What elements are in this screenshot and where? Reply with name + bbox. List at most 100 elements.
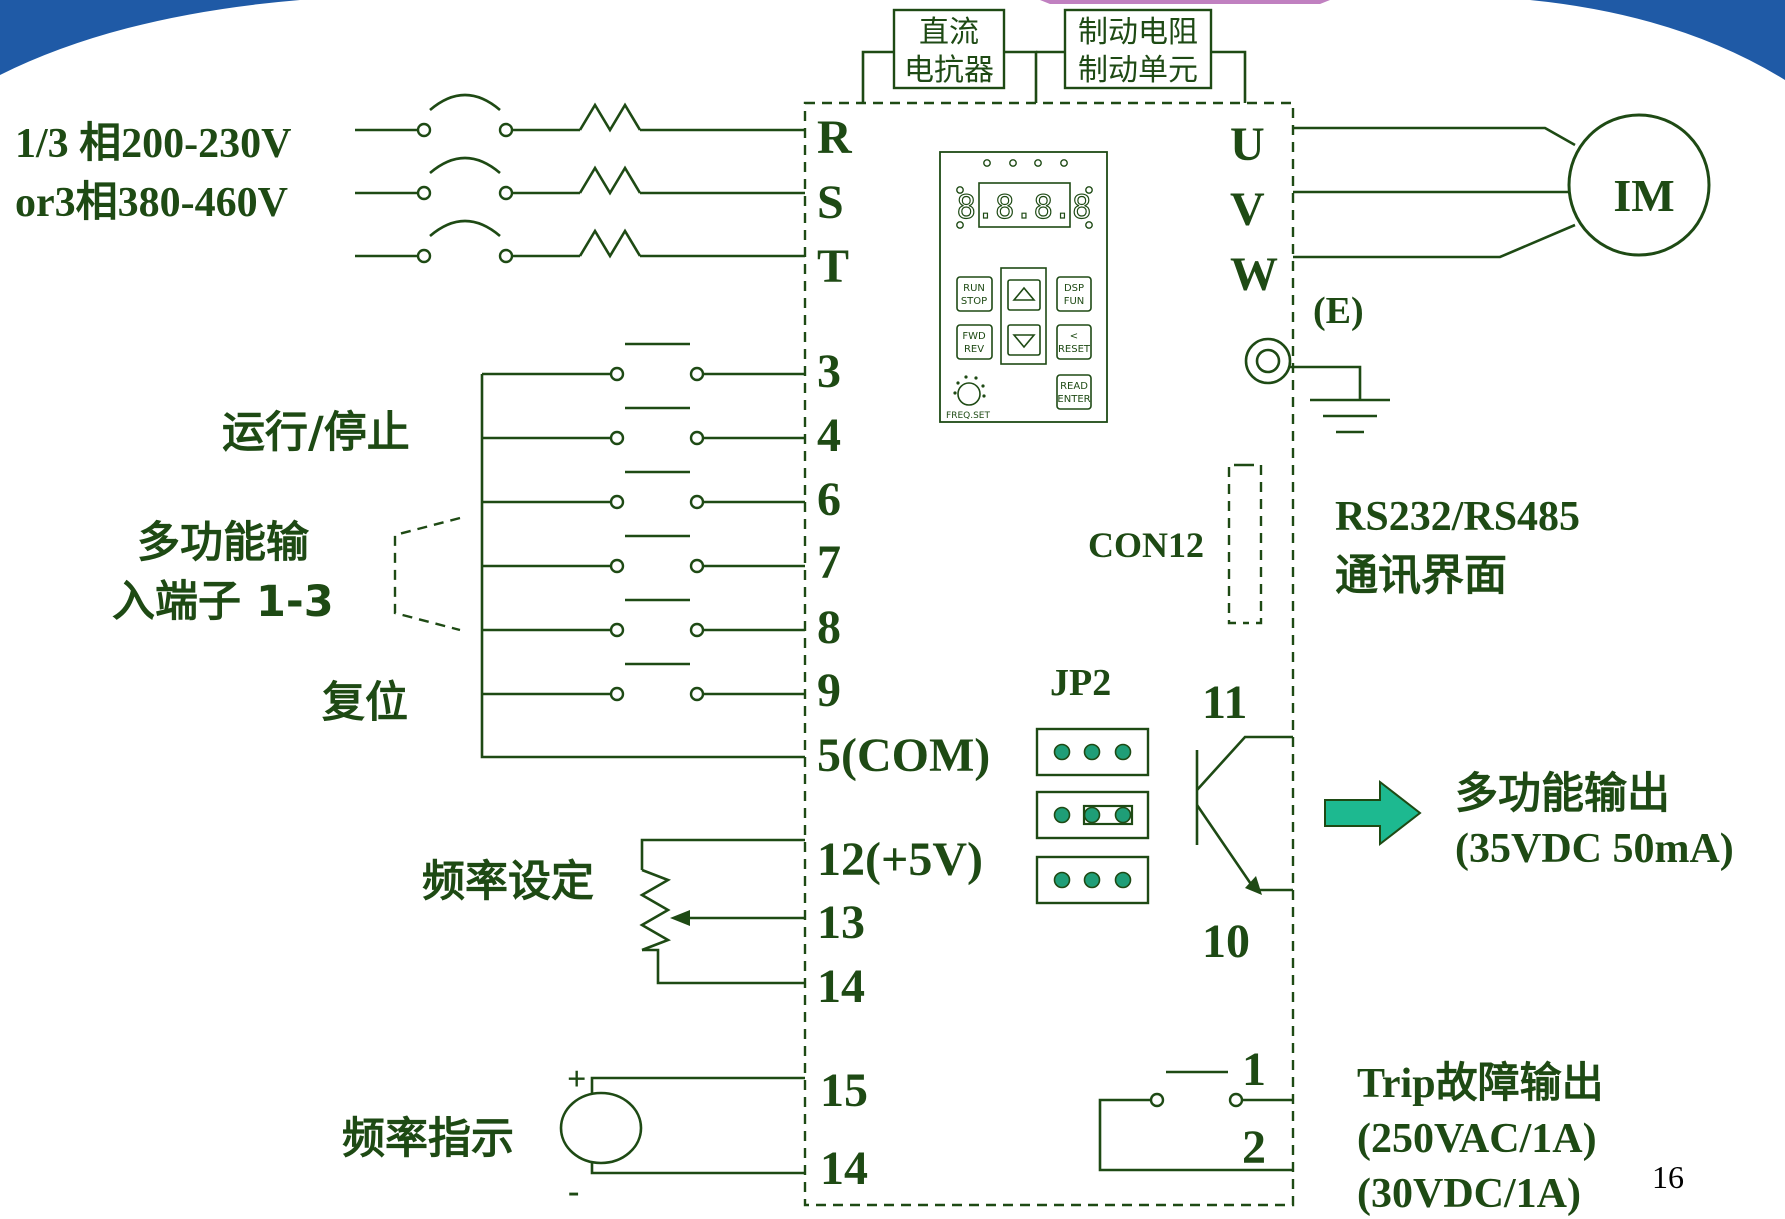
dc-reactor-wire-right xyxy=(1004,50,1038,103)
terminal-12: 12(+5V) xyxy=(817,833,983,886)
power-line-t xyxy=(355,219,805,264)
brake-label-1: 制动电阻 xyxy=(1078,15,1198,50)
svg-text:RESET: RESET xyxy=(1058,344,1091,355)
terminal-7: 7 xyxy=(817,536,841,589)
freq-set-knob[interactable]: FREQ.SET xyxy=(946,375,990,421)
down-arrow-icon xyxy=(1012,334,1036,349)
freq-indicator-label: 频率指示 xyxy=(342,1114,514,1164)
dc-reactor-box xyxy=(892,8,1006,90)
terminal-6: 6 xyxy=(817,473,841,526)
keypad-display: 8.8.8.8 xyxy=(957,188,1092,226)
potentiometer xyxy=(639,838,805,985)
terminal-1: 1 xyxy=(1242,1043,1266,1096)
svg-text:FWD: FWD xyxy=(962,331,986,342)
multi-input-bracket xyxy=(393,516,461,632)
frame-corner-left xyxy=(0,0,300,75)
meter-plus-sign: + xyxy=(567,1061,586,1098)
power-input-line2: or3相380-460V xyxy=(15,179,288,226)
terminal-14b: 14 xyxy=(820,1142,868,1195)
output-wires xyxy=(1293,126,1576,259)
input-switch xyxy=(482,598,805,638)
terminal-4: 4 xyxy=(817,409,841,462)
svg-text:FUN: FUN xyxy=(1064,296,1085,307)
multi-input-label-1: 多功能输 xyxy=(137,518,310,568)
up-arrow-icon xyxy=(1012,286,1036,301)
terminal-r: R xyxy=(817,111,853,164)
jp2-pin-row[interactable] xyxy=(1035,727,1150,777)
terminal-2: 2 xyxy=(1242,1121,1266,1174)
terminal-u: U xyxy=(1230,118,1265,171)
comm-label-2: 通讯界面 xyxy=(1335,551,1507,601)
input-switch xyxy=(482,406,805,446)
terminal-13: 13 xyxy=(817,896,865,949)
terminal-10: 10 xyxy=(1202,915,1250,968)
freq-set-label: 频率设定 xyxy=(422,857,594,907)
input-switch xyxy=(482,470,805,510)
ground-label: (E) xyxy=(1313,290,1364,332)
brake-label-2: 制动单元 xyxy=(1078,53,1198,88)
con12-label: CON12 xyxy=(1088,525,1204,565)
brake-wire-right xyxy=(1211,50,1247,103)
terminal-s: S xyxy=(817,176,844,229)
jp2-jumper-block[interactable] xyxy=(1035,727,1150,905)
trip-label-3: (30VDC/1A) xyxy=(1357,1171,1581,1217)
svg-text:READ: READ xyxy=(1060,381,1088,392)
trip-relay-contact xyxy=(1098,1070,1293,1172)
meter-minus-sign: - xyxy=(568,1173,579,1210)
terminal-3: 3 xyxy=(817,345,841,398)
jp2-pin-row[interactable] xyxy=(1035,790,1150,840)
svg-text:REV: REV xyxy=(964,344,984,355)
common-bus-wire xyxy=(480,374,805,759)
terminal-v: V xyxy=(1230,183,1265,236)
page-number: 16 xyxy=(1652,1159,1684,1195)
key-dsp-fun[interactable]: DSP FUN xyxy=(1056,276,1092,312)
run-stop-label: 运行/停止 xyxy=(222,408,410,458)
svg-text:FREQ.SET: FREQ.SET xyxy=(946,411,990,421)
terminal-14a: 14 xyxy=(817,960,865,1013)
terminal-11: 11 xyxy=(1202,676,1247,729)
output-arrow-icon xyxy=(1324,779,1422,847)
terminal-com: 5(COM) xyxy=(817,729,990,782)
power-line-s xyxy=(355,156,805,201)
key-down[interactable] xyxy=(1007,324,1041,356)
key-up[interactable] xyxy=(1007,279,1041,311)
multi-input-label-2: 入端子 1-3 xyxy=(112,577,334,627)
power-line-r xyxy=(355,93,805,138)
con12-connector xyxy=(1227,463,1244,625)
inverter-box xyxy=(803,101,1295,1207)
input-switch xyxy=(482,534,805,574)
dc-reactor-label-1: 直流 xyxy=(919,15,979,50)
jp2-label: JP2 xyxy=(1050,662,1111,704)
brake-box xyxy=(1063,8,1213,90)
motor-circle xyxy=(1567,113,1711,257)
reset-label: 复位 xyxy=(322,678,408,728)
terminal-w: W xyxy=(1230,248,1278,301)
input-switches xyxy=(482,342,805,702)
svg-text:RUN: RUN xyxy=(963,283,985,294)
jp2-pin-row[interactable] xyxy=(1035,855,1150,905)
trip-label-2: (250VAC/1A) xyxy=(1357,1116,1597,1162)
frequency-meter xyxy=(559,1076,805,1175)
ground-icon xyxy=(1244,337,1390,434)
con12-connector-right xyxy=(1244,463,1263,625)
terminal-9: 9 xyxy=(817,664,841,717)
terminal-t: T xyxy=(817,240,849,293)
dc-reactor-label-2: 电抗器 xyxy=(904,53,994,88)
motor-label: IM xyxy=(1613,170,1674,221)
terminal-8: 8 xyxy=(817,601,841,654)
multi-output-label-2: (35VDC 50mA) xyxy=(1455,826,1734,872)
key-reset[interactable]: < RESET xyxy=(1056,324,1092,360)
dc-reactor-wire-left xyxy=(861,50,894,103)
key-read-enter[interactable]: READ ENTER xyxy=(1056,374,1092,410)
comm-label-1: RS232/RS485 xyxy=(1335,494,1580,540)
key-run-stop[interactable]: RUN STOP xyxy=(956,276,993,312)
multi-output-label-1: 多功能输出 xyxy=(1455,769,1670,819)
svg-text:STOP: STOP xyxy=(961,296,987,307)
key-fwd-rev[interactable]: FWD REV xyxy=(956,324,993,360)
terminal-15: 15 xyxy=(820,1064,868,1117)
output-transistor xyxy=(1195,735,1293,895)
frame-corner-right xyxy=(1530,0,1785,80)
input-switch xyxy=(482,662,805,702)
